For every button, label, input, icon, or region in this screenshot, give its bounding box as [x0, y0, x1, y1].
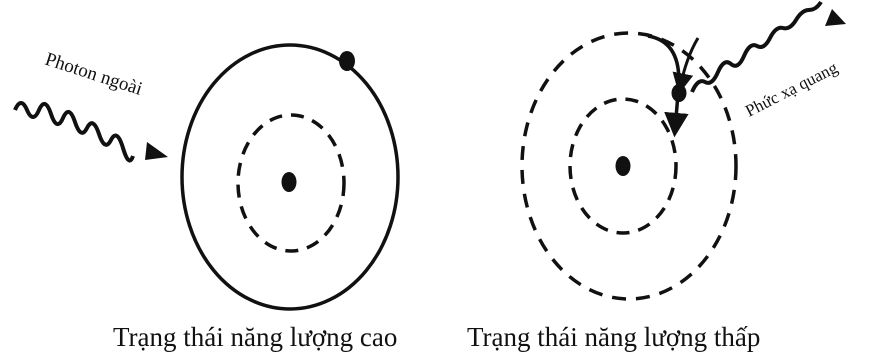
nucleus — [282, 172, 297, 192]
incoming-photon-wave — [15, 103, 168, 161]
high-energy-caption: Trạng thái năng lượng cao — [113, 322, 397, 352]
high-energy-atom — [182, 45, 398, 309]
emission-label: Phức xạ quang — [742, 58, 841, 121]
photon-label: Photon ngoài — [42, 49, 144, 100]
excited-electron — [339, 51, 355, 71]
low-energy-caption: Trạng thái năng lượng thấp — [467, 322, 760, 352]
electron-transition-arrows — [648, 36, 698, 130]
photon-arrow-icon — [145, 142, 168, 160]
emission-arrow-icon — [825, 9, 846, 26]
low-energy-atom — [522, 33, 736, 299]
nucleus-right — [616, 156, 631, 176]
